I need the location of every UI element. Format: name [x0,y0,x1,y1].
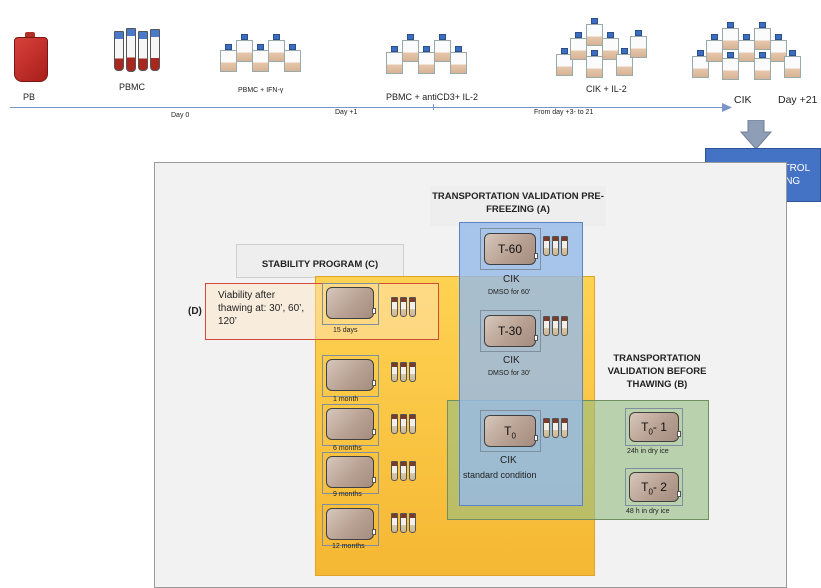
bag-port-icon [372,529,376,535]
bag-port-icon [372,308,376,314]
blood-bag-icon [14,32,48,82]
transport-b-t02-frame [625,468,683,506]
viability-tag: (D) [188,306,202,317]
bag-port-icon [372,477,376,483]
bag-label-t60: T-60 [497,242,522,256]
bag-label-t0-sub: 0 [511,431,516,441]
label-pbmc-anticd3: PBMC + antiCD3+ IL-2 [386,92,479,102]
timeline-arrow [10,107,726,108]
bag-icon [326,359,374,391]
label-day1: Day +1 [335,109,358,116]
bag-icon: T-60 [484,233,536,265]
transport-a-cik2: CIK [503,355,520,366]
bag-icon [326,456,374,488]
sample-tubes-icon [391,362,416,382]
bag-label-t0-main: T [504,424,512,438]
bag-port-icon [534,435,538,441]
transport-b-title: TRANSPORTATION VALIDATION BEFORE THAWING… [607,353,707,390]
bag-label-t01-sub: 0 [648,427,653,437]
bag-label-t01-suffix: - 1 [652,420,667,434]
bag-port-icon [372,429,376,435]
transport-a-t60-frame [480,228,541,270]
bag-label-t02-main: T [641,480,649,494]
bag-icon [326,508,374,540]
label-cik: CIK [734,94,752,106]
sample-tubes-icon [391,513,416,533]
transport-a-title: TRANSPORTATION VALIDATION PRE-FREEZING (… [432,191,604,215]
transport-a-t30-frame [480,310,541,352]
bag-label-t01: T0- 1 [630,420,678,436]
bag-port-icon [534,335,538,341]
bag-icon [326,287,374,319]
label-pb: PB [23,92,36,102]
stability-item-12months-frame [322,504,379,546]
bag-port-icon [677,431,681,437]
bag-icon: T0- 2 [629,472,679,502]
sample-tubes-icon [391,297,416,317]
stability-item-15days-frame [322,283,379,325]
label-cik-il2: CIK + IL-2 [586,84,627,94]
stability-title-box [236,244,404,278]
label-from-day: From day +3- to 21 [534,109,594,116]
sample-tubes-icon [391,414,416,434]
bag-label-t0: T0 [485,424,535,440]
stability-label-6months: 6 months [333,445,362,452]
flask-group-ifn [220,30,320,76]
bag-port-icon [534,253,538,259]
sample-tubes-icon [391,461,416,481]
sample-tubes-icon [543,316,568,336]
bag-icon: T0- 1 [629,412,679,442]
stability-title: STABILITY PROGRAM (C) [261,259,379,270]
timeline-tick-day1 [433,104,434,110]
stability-label-9months: 9 months [333,491,362,498]
stability-label-12months: 12 months [332,543,365,550]
bag-icon: T-30 [484,315,536,347]
flask-group-cik [692,22,812,84]
label-day0: Day 0 [171,112,190,119]
pbmc-tubes-icon [112,28,162,76]
stability-item-9months-frame [322,452,379,494]
transport-a-title-box [430,186,606,226]
bag-port-icon [372,380,376,386]
bag-label-t30: T-30 [497,324,522,338]
transport-a-t0-frame [480,410,541,452]
bag-icon [326,408,374,440]
bag-label-t01-main: T [641,420,649,434]
bag-label-t02: T0- 2 [630,480,678,496]
transport-a-cik1: CIK [503,274,520,285]
flask-group-cik-il2 [552,18,662,84]
stability-label-15days: 15 days [333,327,358,334]
bag-port-icon [677,491,681,497]
bag-icon: T0 [484,415,536,447]
stability-item-1month-frame [322,355,379,397]
timeline-arrowhead-icon [722,103,732,112]
bag-label-t02-sub: 0 [648,487,653,497]
transport-a-cik3: CIK [500,455,517,466]
label-pbmc: PBMC [119,82,146,92]
stability-label-1month: 1 month [333,396,359,403]
viability-text: Viability after thawing at: 30’, 60’, 12… [218,290,305,327]
sample-tubes-icon [543,418,568,438]
transport-b-cond2: 48 h in dry ice [626,508,670,515]
label-day21: Day +21 [778,94,818,106]
transport-b-t01-frame [625,408,683,446]
transport-a-dmso30: DMSO for 30’ [488,370,531,377]
down-arrow-icon [740,120,772,150]
label-pbmc-ifn: PBMC + IFN-γ [238,87,284,94]
flask-group-anticd3 [386,30,486,80]
sample-tubes-icon [543,236,568,256]
stability-item-6months-frame [322,404,379,446]
transport-a-standard: standard condition [463,470,537,480]
transport-a-dmso60: DMSO for 60’ [488,289,531,296]
transport-b-cond1: 24h in dry ice [627,448,669,455]
bag-label-t02-suffix: - 2 [652,480,667,494]
